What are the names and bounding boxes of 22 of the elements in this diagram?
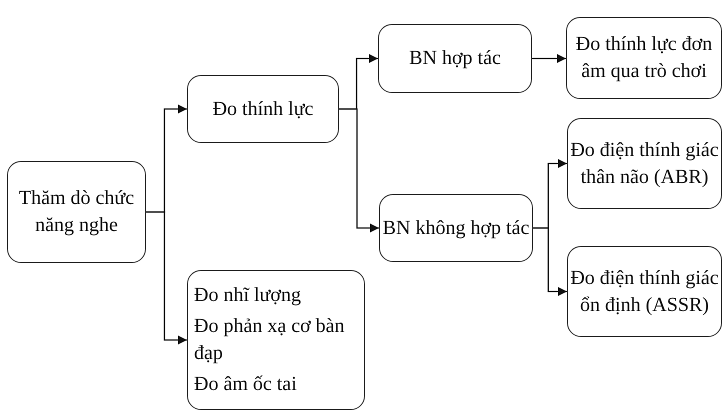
node-label: Đo điện thính giác thân não (ABR) xyxy=(569,138,720,190)
node-label: Thăm dò chức năng nghe xyxy=(18,186,136,238)
process-box xyxy=(567,246,722,337)
arrow xyxy=(339,108,379,233)
arrow xyxy=(532,54,566,64)
node-label: BN hợp tác xyxy=(409,46,501,71)
process-box xyxy=(187,270,365,410)
node-label: Đo điện thính giác ổn định (ASSR) xyxy=(569,266,720,318)
process-box xyxy=(567,118,722,209)
process-box xyxy=(7,161,146,263)
arrow xyxy=(533,227,567,296)
node-label: Đo thính lực xyxy=(212,96,314,122)
node-label: Đo phản xạ cơ bàn đạp xyxy=(194,314,346,366)
node-label: BN không hợp tác xyxy=(382,216,530,240)
node-label: Đo thính lực đơn âm qua trò chơi xyxy=(574,32,714,84)
arrow xyxy=(146,211,187,345)
node-label: Đo nhĩ lượng xyxy=(194,283,301,308)
process-box xyxy=(566,17,722,99)
node-label: Đo âm ốc tai xyxy=(194,372,297,397)
process-box xyxy=(187,75,339,143)
process-box xyxy=(379,194,533,262)
process-box xyxy=(378,24,532,93)
